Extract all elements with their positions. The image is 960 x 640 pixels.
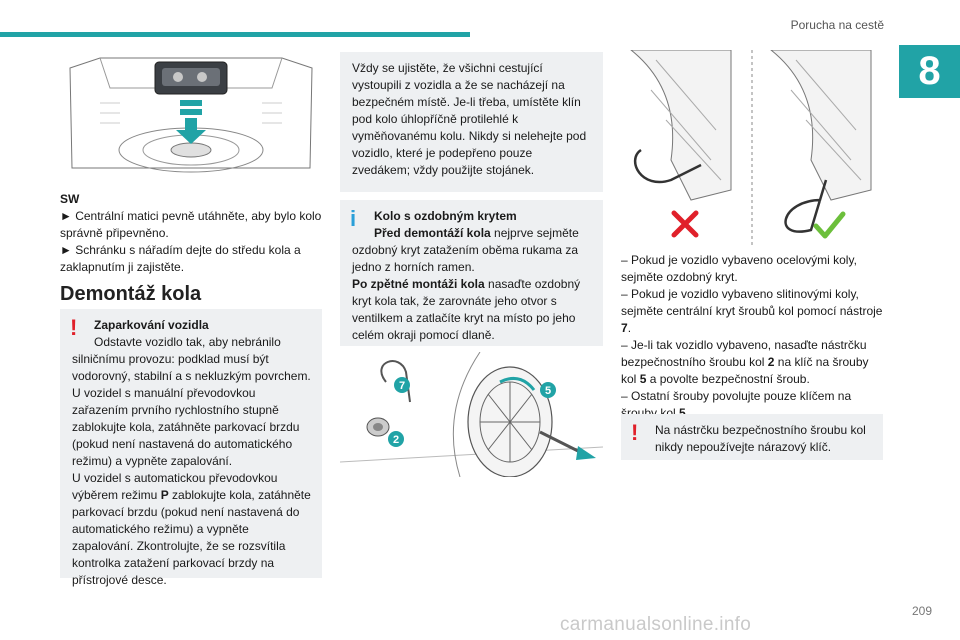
- hubcap-info-box: i Kolo s ozdobným krytem Před demontáží …: [340, 200, 603, 346]
- sw-label: SW: [60, 192, 80, 206]
- watermark: carmanualsonline.info: [560, 614, 752, 635]
- top-accent-bar: [0, 32, 470, 37]
- page-number: 209: [911, 604, 932, 618]
- warning-title: Zaparkování vozidla: [94, 318, 209, 332]
- warning-text: Odstavte vozidlo tak, aby nebránilo siln…: [72, 335, 311, 468]
- header-title: Porucha na cestě: [790, 18, 884, 32]
- section-title: Demontáž kola: [60, 283, 202, 305]
- callout-5: 5: [545, 385, 551, 397]
- safety-note-text: Vždy se ujistěte, že všichni cestující v…: [352, 61, 587, 177]
- wrench-usage-illustration: [630, 50, 872, 246]
- info-icon: i: [350, 206, 357, 231]
- warning-icon: !: [70, 315, 78, 340]
- warning-text-automatic: U vozidel s automatickou převodovkou výb…: [72, 471, 311, 587]
- parking-warning-box: ! Zaparkování vozidla Odstavte vozidlo t…: [60, 309, 322, 587]
- info-removal: Před demontáží kola nejprve sejměte ozdo…: [352, 226, 579, 274]
- impact-wrench-warning: Na nástrčku bezpečnostního šroubu kol ni…: [655, 423, 866, 454]
- impact-wrench-warning-box: ! Na nástrčku bezpečnostního šroubu kol …: [621, 414, 883, 460]
- sw-step-2: ► Schránku s nářadím dejte do středu kol…: [60, 243, 301, 274]
- safety-note-box: Vždy se ujistěte, že všichni cestující v…: [340, 52, 603, 192]
- step-steel-wheels: – Pokud je vozidlo vybaveno ocelovými ko…: [621, 253, 857, 284]
- info-title: Kolo s ozdobným krytem: [374, 209, 517, 223]
- chapter-number: 8: [899, 45, 960, 98]
- warning-icon: !: [631, 420, 639, 445]
- trunk-illustration: [60, 48, 322, 178]
- callout-2: 2: [393, 434, 399, 446]
- sw-step-1: ► Centrální matici pevně utáhněte, aby b…: [60, 209, 322, 240]
- callout-7: 7: [399, 380, 405, 392]
- wheel-removal-illustration: 7 5 2: [340, 352, 603, 477]
- step-security-bolt: – Je-li tak vozidlo vybaveno, nasaďte ná…: [621, 338, 869, 386]
- info-refit: Po zpětné montáži kola nasaďte ozdobný k…: [352, 277, 581, 342]
- step-alloy-wheels: – Pokud je vozidlo vybaveno slitinovými …: [621, 287, 883, 335]
